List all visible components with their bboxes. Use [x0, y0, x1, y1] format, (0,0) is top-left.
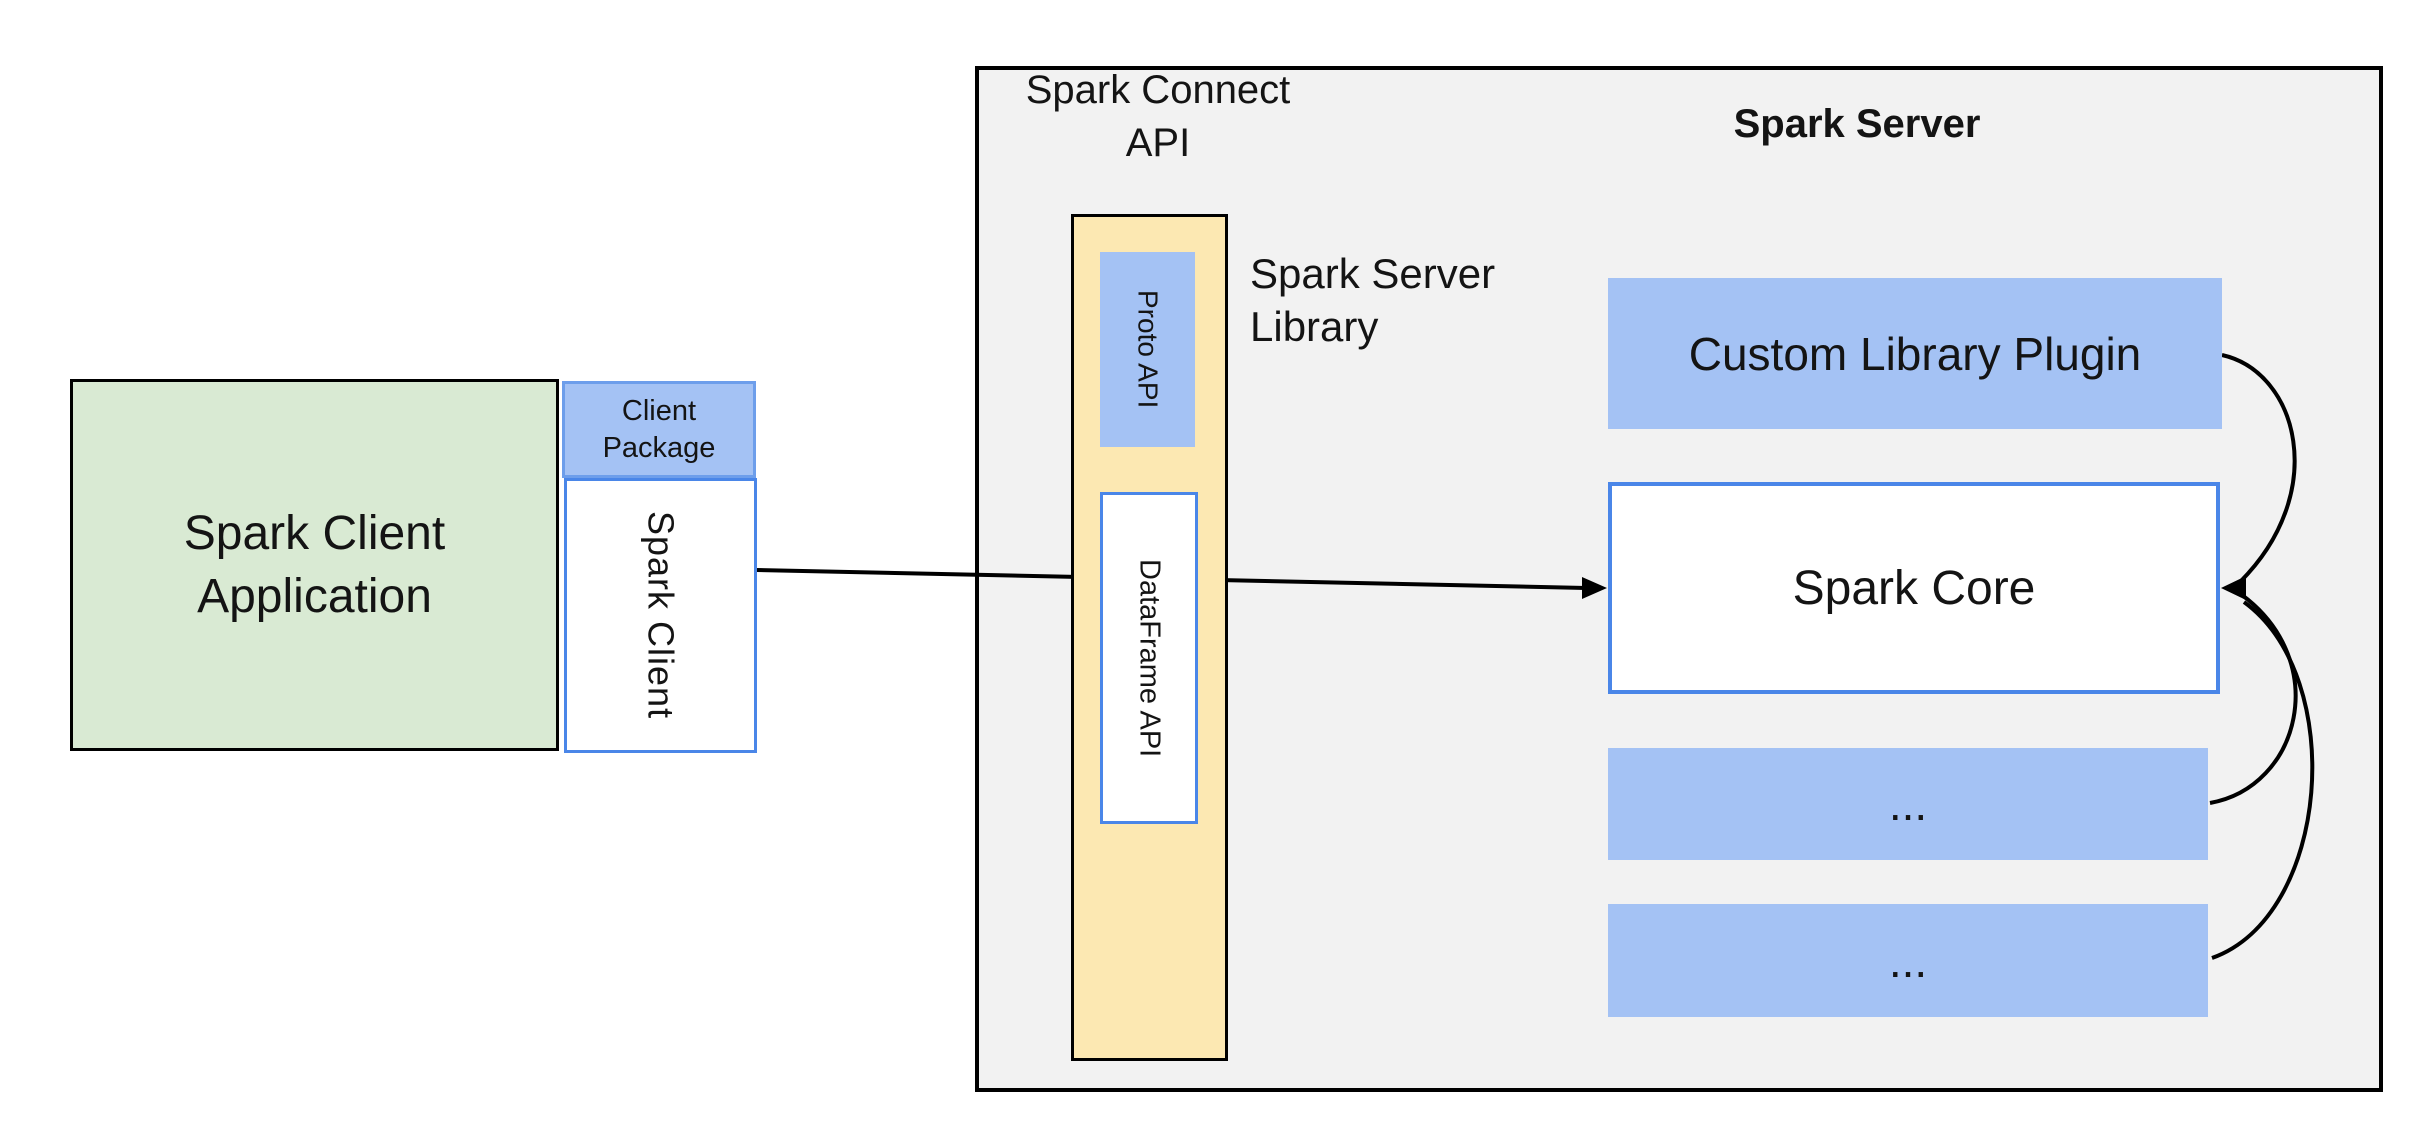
- spark-client-label: Spark Client: [640, 511, 682, 720]
- spark-connect-api-title: Spark Connect API: [1025, 68, 1291, 166]
- custom-library-plugin-label: Custom Library Plugin: [1688, 327, 2142, 380]
- spark-server-title: Spark Server: [1733, 102, 1981, 146]
- client-package-box: Client Package: [562, 381, 756, 478]
- custom-library-plugin-box: Custom Library Plugin: [1608, 278, 2222, 429]
- spark-client-application-label: Spark Client Application: [183, 506, 446, 623]
- spark-core-box: Spark Core: [1608, 482, 2220, 694]
- server-module-box-1: ...: [1608, 748, 2208, 860]
- spark-server-library-label: Spark Server Library: [1250, 250, 1496, 350]
- proto-api-label: Proto API: [1132, 290, 1164, 409]
- spark-core-label: Spark Core: [1792, 561, 2036, 615]
- server-module-1-label: ...: [1888, 778, 1928, 830]
- dataframe-api-box: DataFrame API: [1100, 492, 1198, 824]
- server-module-box-2: ...: [1608, 904, 2208, 1017]
- dataframe-api-label: DataFrame API: [1133, 558, 1166, 758]
- proto-api-box: Proto API: [1100, 252, 1195, 447]
- spark-client-application-box: Spark Client Application: [70, 379, 559, 751]
- server-module-2-label: ...: [1888, 934, 1928, 987]
- client-package-label: Client Package: [602, 395, 716, 464]
- spark-client-box: Spark Client: [564, 478, 757, 753]
